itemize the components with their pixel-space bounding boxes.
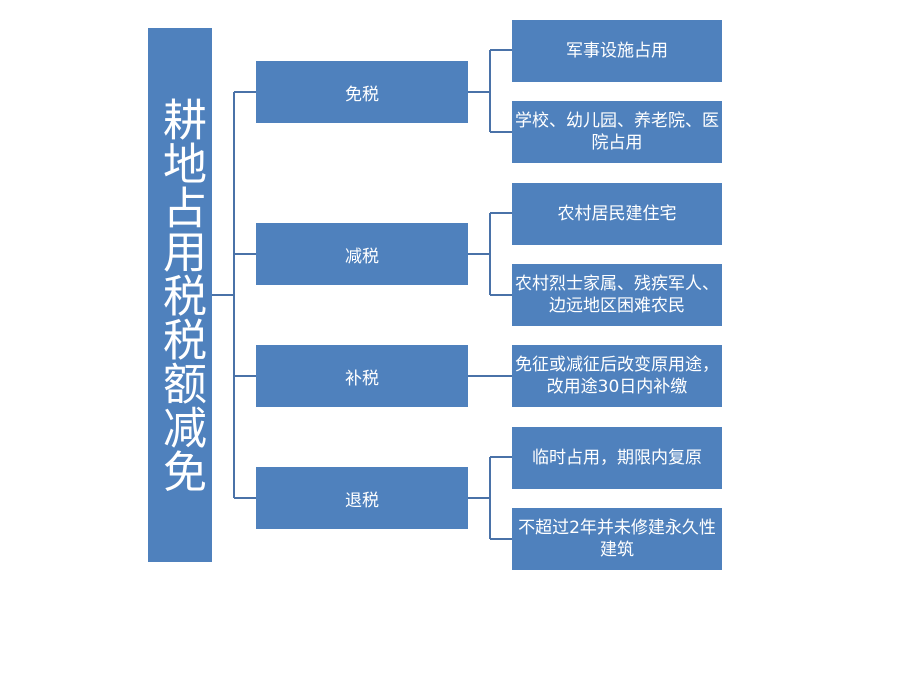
leaf-rural-housing: 农村居民建住宅 [512,183,722,245]
leaf-temporary-use: 临时占用，期限内复原 [512,427,722,489]
node-back-tax: 补税 [256,345,468,407]
leaf-change-of-use: 免征或减征后改变原用途，改用途30日内补缴 [512,345,722,407]
leaf-military-use: 军事设施占用 [512,20,722,82]
leaf-no-permanent-building: 不超过2年并未修建永久性建筑 [512,508,722,570]
node-refund: 退税 [256,467,468,529]
leaf-martyr-family: 农村烈士家属、残疾军人、边远地区困难农民 [512,264,722,326]
root-node: 耕地占用税税额减免 [148,28,212,562]
leaf-school-hospital-use: 学校、幼儿园、养老院、医院占用 [512,101,722,163]
node-reduction: 减税 [256,223,468,285]
node-exemption: 免税 [256,61,468,123]
